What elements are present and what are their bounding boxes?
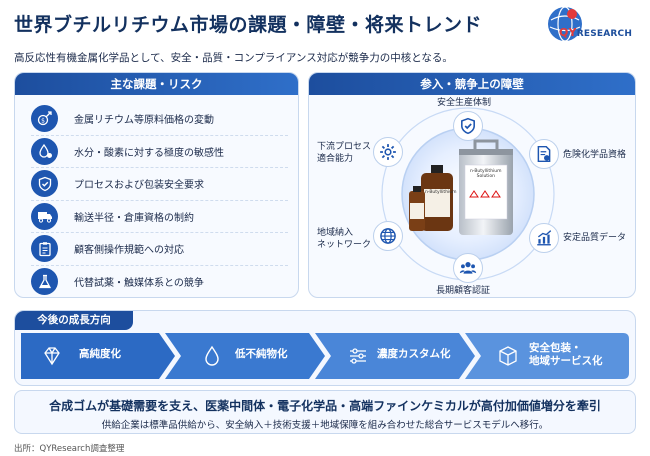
truck-icon xyxy=(31,202,58,230)
node-label: 安定品質データ xyxy=(563,233,627,243)
summary-main: 合成ゴムが基礎需要を支え、医薬中間体・電子化学品・高端ファインケミカルが高付加価… xyxy=(49,399,601,413)
risks-panel: 主な課題・リスク $ 金属リチウム等原料価格の変動 水分・酸素に対する極度の敏感… xyxy=(14,72,299,298)
water-drop-icon xyxy=(31,137,58,165)
risk-label: 顧客側操作規範への対応 xyxy=(74,245,184,257)
risk-label: 代替試薬・触媒体系との競争 xyxy=(74,278,204,290)
risk-item-moisture: 水分・酸素に対する極度の敏感性 xyxy=(31,136,288,168)
page-subtitle: 高反応性有機金属化学品として、安全・品質・コンプライアンス対応が競争力の中核とな… xyxy=(14,52,453,64)
node-label: 地域納入 ネットワーク xyxy=(317,228,372,250)
chart-up-icon xyxy=(537,230,552,246)
risk-item-substitutes: 代替試薬・触媒体系との競争 xyxy=(31,266,288,299)
risk-label: 金属リチウム等原料価格の変動 xyxy=(74,115,214,127)
risk-item-customer-norms: 顧客側操作規範への対応 xyxy=(31,233,288,266)
risks-heading: 主な課題・リスク xyxy=(15,73,298,95)
metal-can-image xyxy=(459,139,513,235)
node-quality-data xyxy=(529,223,559,253)
risk-label: 輸送半径・倉庫資格の制約 xyxy=(74,212,194,224)
growth-step-label: 低不純物化 xyxy=(235,348,288,360)
people-icon xyxy=(459,262,477,274)
risk-label: 水分・酸素に対する極度の敏感性 xyxy=(74,147,224,159)
growth-step-safe-packaging: 安全包装・ 地域サービス化 xyxy=(465,333,631,379)
gear-icon xyxy=(380,144,396,160)
growth-step-low-impurity: 低不純物化 xyxy=(165,333,325,379)
node-label: 安全生産体制 xyxy=(437,98,492,108)
risk-label: プロセスおよび包装安全要求 xyxy=(74,180,204,192)
brown-bottle-image xyxy=(409,165,453,231)
node-safety-production xyxy=(453,111,483,141)
node-customer-certification xyxy=(453,253,483,283)
can-label: n-Butyllithium Solution xyxy=(470,169,502,179)
flask-icon xyxy=(31,268,58,296)
bottle-label: n-Butyllithium xyxy=(425,190,457,195)
drop-icon xyxy=(205,345,219,366)
growth-step-label: 安全包装・ 地域サービス化 xyxy=(529,342,603,367)
summary-box: 合成ゴムが基礎需要を支え、医薬中間体・電子化学品・高端ファインケミカルが高付加価… xyxy=(14,390,636,434)
barriers-panel: 参入・競争上の障壁 xyxy=(308,72,636,298)
growth-heading: 今後の成長方向 xyxy=(15,311,133,330)
growth-step-label: 高純度化 xyxy=(79,348,121,360)
sliders-icon xyxy=(350,348,366,364)
growth-step-label: 濃度カスタム化 xyxy=(377,348,451,360)
node-hazmat-license xyxy=(529,139,559,169)
node-label: 危険化学品資格 xyxy=(563,150,627,160)
shield-check-icon xyxy=(461,117,475,135)
qyresearch-logo: QYRESEARCH xyxy=(545,4,645,46)
document-badge-icon xyxy=(537,145,551,163)
logo-text: QYRESEARCH xyxy=(559,26,633,39)
risk-list: $ 金属リチウム等原料価格の変動 水分・酸素に対する極度の敏感性 プロセスおよび… xyxy=(31,103,288,298)
node-label: 長期顧客認証 xyxy=(436,286,491,296)
svg-text:$: $ xyxy=(41,117,45,124)
risk-item-transport: 輸送半径・倉庫資格の制約 xyxy=(31,201,288,233)
package-icon xyxy=(499,346,517,366)
summary-sub: 供給企業は標準品供給から、安全納入＋技術支援＋地域保障を組み合わせた総合サービス… xyxy=(101,420,549,431)
barriers-heading: 参入・競争上の障壁 xyxy=(309,73,635,95)
risk-item-process-safety: プロセスおよび包装安全要求 xyxy=(31,168,288,201)
source-note: 出所：QYResearch調査整理 xyxy=(14,444,125,454)
barrier-ring-diagram xyxy=(381,107,555,281)
growth-panel: 今後の成長方向 高純度化 低不純物化 濃度カスタム化 安全包装・ 地域サービス化 xyxy=(14,310,636,386)
node-label: 下流プロセス 適合能力 xyxy=(317,142,372,164)
diamond-icon xyxy=(44,347,60,366)
dollar-trend-icon: $ xyxy=(31,105,58,133)
growth-step-custom-concentration: 濃度カスタム化 xyxy=(315,333,475,379)
node-regional-delivery xyxy=(373,221,403,251)
growth-step-high-purity: 高純度化 xyxy=(21,333,175,379)
node-downstream-fit xyxy=(373,137,403,167)
globe-icon xyxy=(380,228,396,244)
shield-check-icon xyxy=(31,170,58,198)
page-title: 世界ブチルリチウム市場の課題・障壁・将来トレンド xyxy=(14,14,483,36)
logo-globe-icon xyxy=(548,6,582,42)
clipboard-icon xyxy=(31,235,58,263)
risk-item-raw-material: $ 金属リチウム等原料価格の変動 xyxy=(31,103,288,136)
